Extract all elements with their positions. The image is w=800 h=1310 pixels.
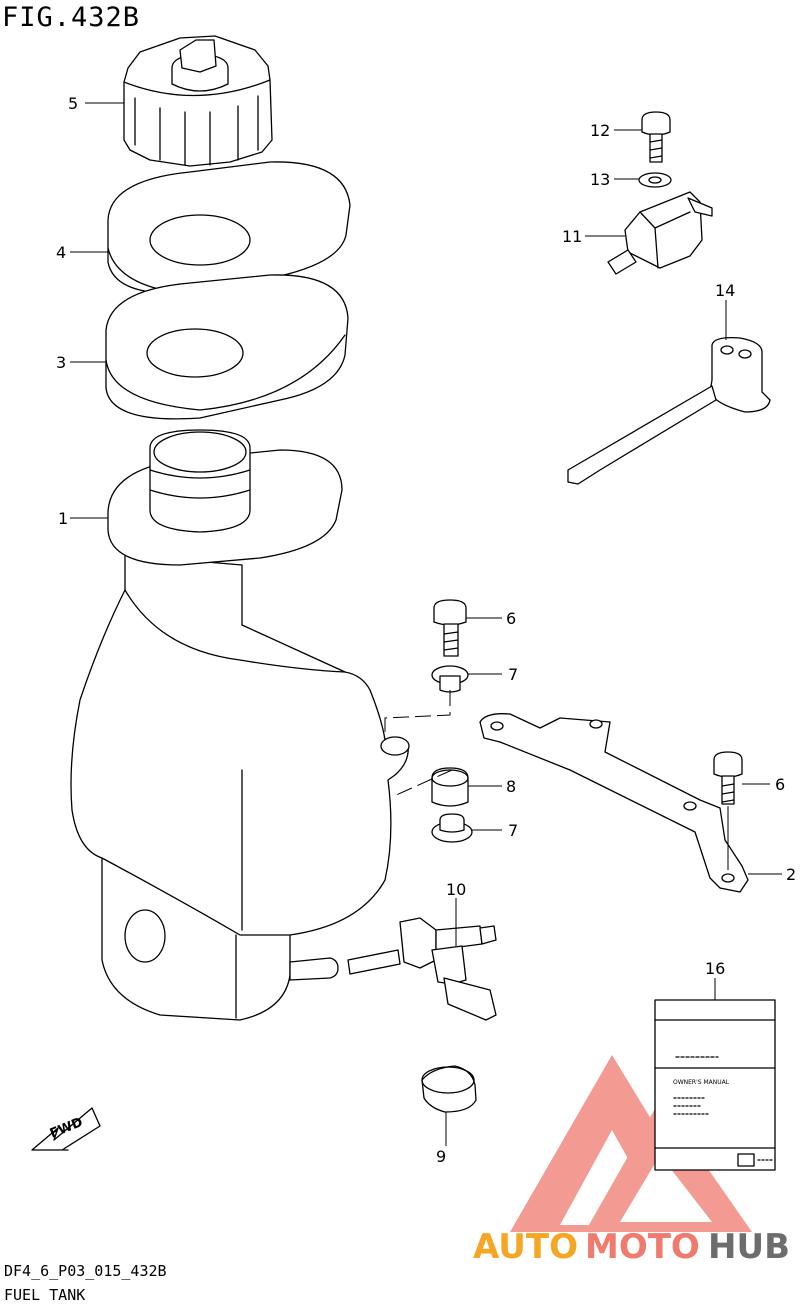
footer-code: DF4_6_P03_015_432B [4, 1262, 167, 1280]
watermark-word-moto: MOTO [585, 1227, 700, 1267]
callout-12: 11 [562, 227, 582, 246]
part-7-collar-lower [431, 813, 473, 843]
callout-1: 1 [58, 509, 68, 528]
part-16-owners-manual: OWNER'S MANUAL [654, 999, 776, 1171]
part-5-cap [123, 35, 273, 167]
watermark-wordmark: AUTO MOTO HUB [473, 1227, 790, 1267]
callout-16: 16 [705, 959, 725, 978]
callout-14: 13 [590, 170, 610, 189]
figure-title: FIG.432B [2, 2, 141, 33]
callout-11: 10 [446, 880, 466, 899]
callout-8: 8 [506, 777, 516, 796]
fwd-arrow-icon: FWD [31, 1107, 101, 1151]
part-13-bolt [641, 111, 671, 163]
part-14-washer [638, 172, 672, 188]
part-11-fuel-cock [347, 917, 497, 1021]
callout-13: 12 [590, 121, 610, 140]
watermark-triangle-hole-right [620, 1155, 712, 1222]
part-6-bolt [713, 751, 743, 805]
callout-6: 6 [775, 775, 785, 794]
part-2-bracket [479, 713, 749, 893]
part-3-cushion [105, 274, 349, 420]
part-7-collar-upper [431, 665, 469, 693]
part-1-fuel-tank [70, 429, 410, 1021]
part-12-connector [607, 191, 713, 275]
watermark-word-auto: AUTO [473, 1227, 578, 1267]
callout-15: 14 [715, 281, 735, 300]
callout-10: 9 [436, 1147, 446, 1166]
manual-label: OWNER'S MANUAL [673, 1079, 730, 1086]
callout-7-lower: 7 [508, 821, 518, 840]
footer-name: FUEL TANK [4, 1286, 86, 1304]
callout-4: 4 [56, 243, 66, 262]
part-8-grommet [431, 767, 469, 807]
callout-7-upper: 7 [508, 665, 518, 684]
callout-3: 3 [56, 353, 66, 372]
part-10-filter [421, 1065, 477, 1113]
part-4-gasket [107, 161, 351, 296]
leader-lines [70, 102, 782, 1146]
part-15-fuel-gauge [567, 337, 771, 485]
callout-numbers: 5 4 3 1 12 13 11 14 6 7 8 7 6 2 10 9 16 [56, 94, 796, 1166]
callout-9: 6 [506, 609, 516, 628]
callout-5: 5 [68, 94, 78, 113]
part-9-bolt [433, 599, 467, 657]
watermark-word-hub: HUB [708, 1227, 790, 1267]
manual-logo-icon [737, 1153, 755, 1167]
callout-2: 2 [786, 865, 796, 884]
